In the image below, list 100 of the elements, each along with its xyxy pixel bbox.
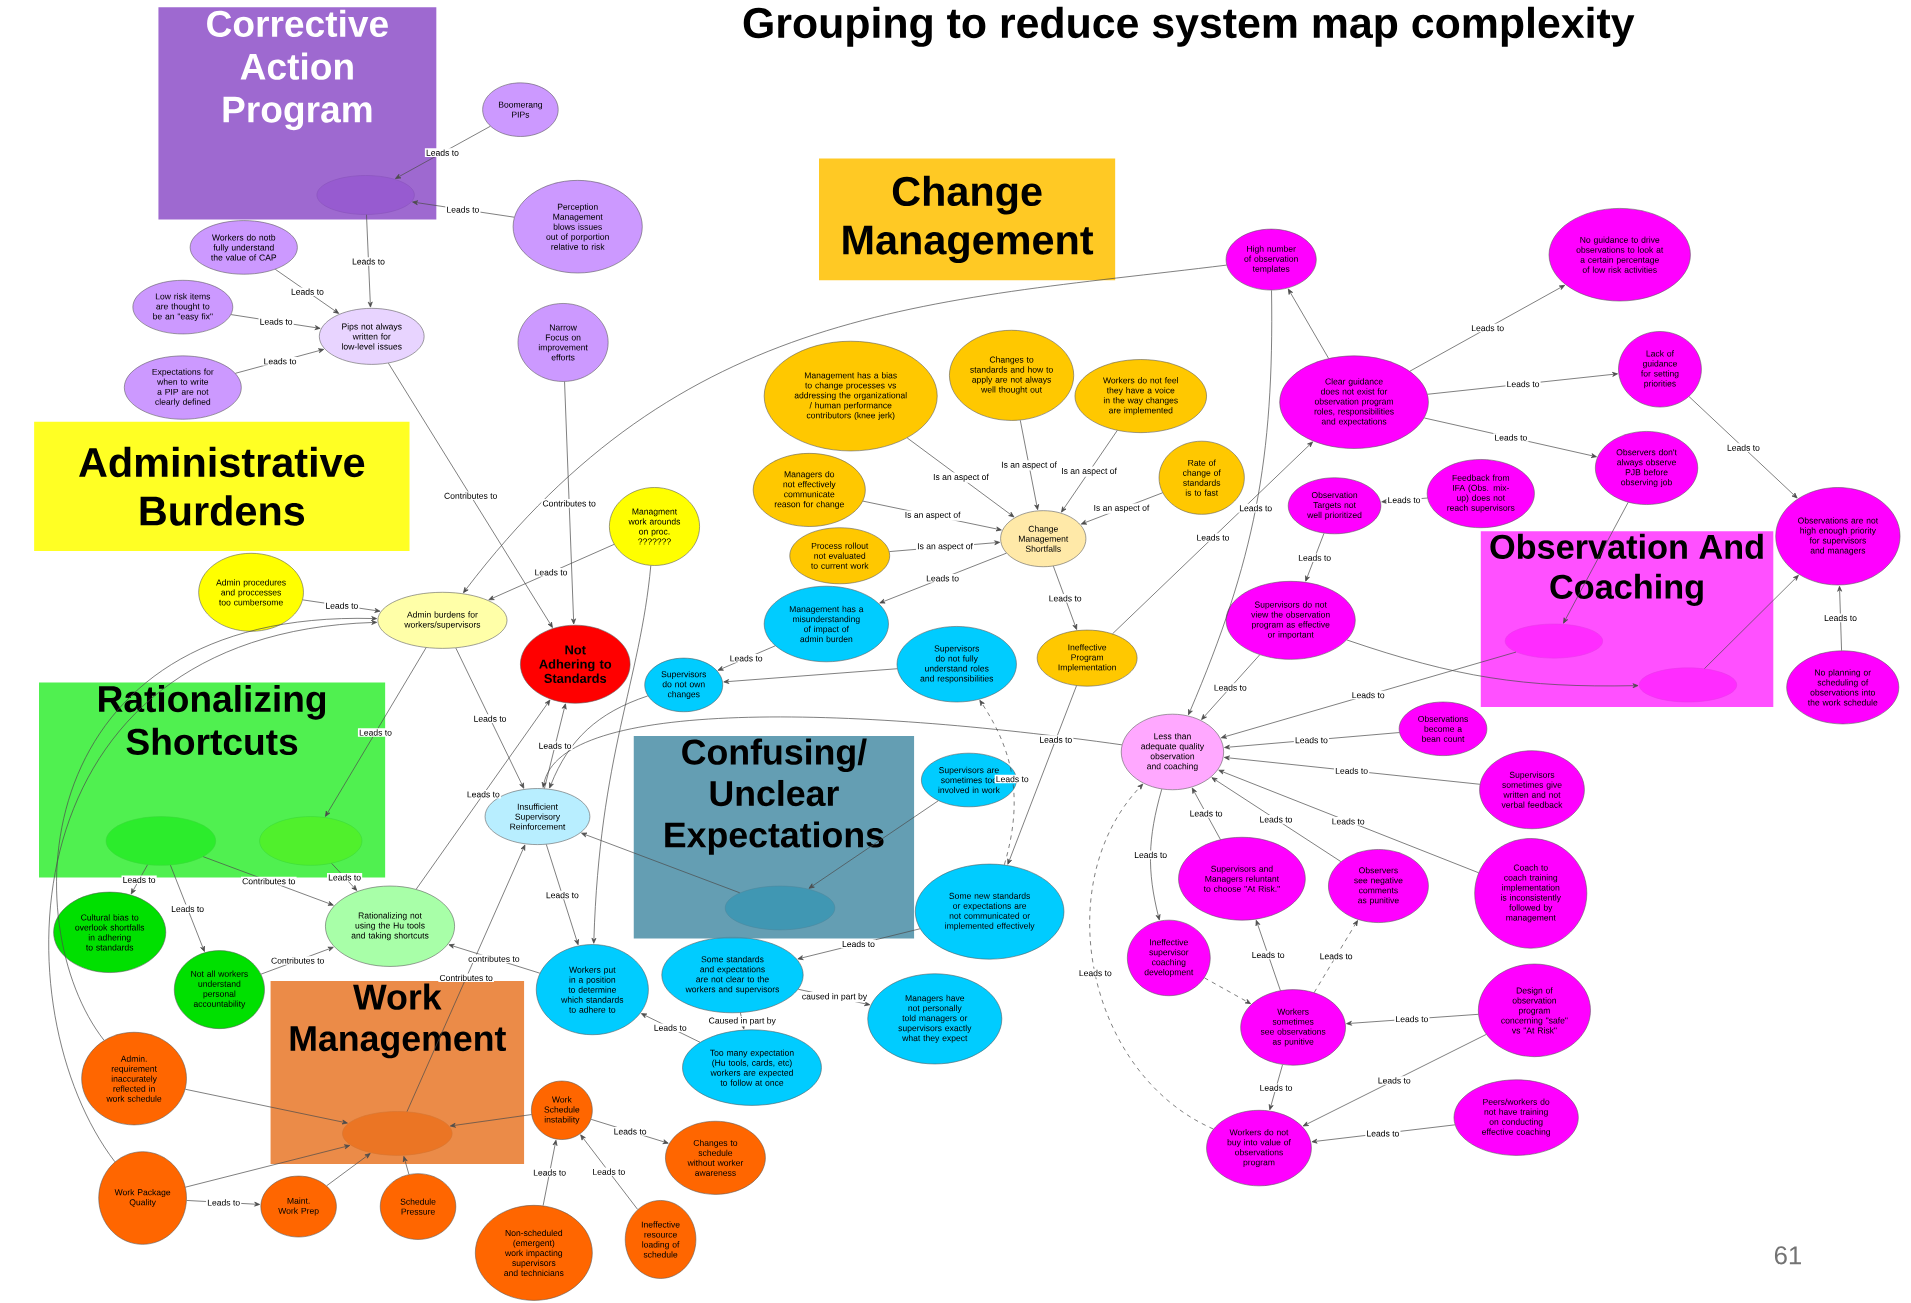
arrow (591, 565, 652, 944)
edge-label: Is an aspect of (903, 510, 962, 521)
arrow (545, 844, 579, 946)
edge-label: Leads to (1386, 495, 1422, 505)
ellipse-node: No guidance to drive observations to look at a certain percentage of low risk activities (1548, 208, 1691, 302)
ellipse-node: Workers do not feel they have a voice in the way changes are implemented (1074, 359, 1207, 433)
arrow (808, 800, 939, 889)
arrow (1224, 755, 1481, 785)
arrow (130, 864, 148, 895)
arrow (1305, 533, 1325, 582)
edge-label: Leads to (1725, 443, 1761, 452)
ellipse-node: Not all workers understand personal accountability (174, 950, 265, 1029)
edge-label: Leads to (1350, 690, 1386, 700)
ellipse-node: Managers do not effectively communicate reason for change (752, 453, 866, 527)
edge-label: Leads to (1038, 735, 1074, 744)
arrow (455, 647, 525, 789)
arrow (1220, 651, 1517, 739)
ellipse-node: Ineffective supervisor coaching development (1127, 919, 1211, 997)
arrow (406, 844, 526, 1112)
arrow (541, 716, 1123, 788)
group-box: Observation And Coaching (1480, 531, 1774, 707)
edge-label: Leads to (1212, 683, 1248, 692)
arrow (366, 214, 373, 308)
edge-label: Leads to (324, 601, 360, 610)
ellipse-node: Managers have not personally told managers or supervisors exactly what they expect (867, 973, 1003, 1065)
edge-label: Leads to (258, 317, 294, 326)
ellipse-node: Changes to standards and how to apply are not always well thought out (949, 330, 1074, 421)
edge-label: Leads to (350, 257, 387, 266)
arrow (1188, 290, 1273, 716)
arrow (906, 437, 1015, 518)
group-box: Administrative Burdens (34, 421, 410, 551)
ellipse-node: Changes to schedule without worker awareness (665, 1121, 766, 1195)
arrow (542, 1139, 558, 1207)
arrow (326, 1153, 371, 1187)
arrow (331, 863, 358, 891)
arrow (1007, 685, 1077, 865)
edge-label: Leads to (262, 357, 298, 366)
edge-label: Leads to (1394, 1014, 1430, 1024)
ellipse-node: Narrow Focus on improvement efforts (517, 303, 609, 382)
edge-label: Leads to (1376, 1076, 1412, 1085)
arrow (275, 269, 340, 314)
ellipse-node: Supervisors sometimes give written and not verbal feedback (1479, 750, 1585, 830)
ellipse-node: Observations become a bean count (1398, 701, 1488, 756)
edge-label: Leads to (445, 205, 481, 214)
edge-label: Leads to (206, 1198, 242, 1207)
edge-label: Leads to (357, 728, 394, 737)
arrow (170, 864, 205, 952)
ellipse-node: Admin procedures and proccesses too cumbersome (198, 553, 304, 632)
arrow (1688, 396, 1798, 499)
ellipse-node: Boomerang PIPs (482, 82, 559, 137)
edge-label: Leads to (840, 939, 877, 949)
edge-label: Leads to (289, 287, 325, 297)
edge-label: Leads to (1188, 809, 1224, 818)
edge-label: Contributes to (442, 491, 499, 501)
arrow (580, 1134, 638, 1210)
ellipse-node: Observers see negative comments as punitive (1328, 849, 1429, 923)
arrow (1191, 787, 1221, 840)
arrow (56, 616, 378, 1041)
edge-label: Leads to (1250, 950, 1286, 960)
edge-label: Leads to (170, 904, 206, 914)
edge-label: Leads to (612, 1127, 648, 1136)
edge-label: Leads to (728, 654, 764, 663)
ellipse-node: High number of observation templates (1225, 228, 1317, 291)
arrow (202, 856, 334, 906)
edge-label: Contributes to (541, 499, 597, 508)
arrow (1346, 639, 1639, 689)
arrow (1704, 575, 1799, 670)
edge-label: Leads to (1047, 594, 1083, 603)
ellipse-node: Design of observation program concerning "safe" vs "At Risk" (1478, 963, 1591, 1058)
edge-label: Leads to (591, 1167, 627, 1177)
arrow (1061, 430, 1118, 513)
title: Grouping to reduce system map complexity (743, 6, 1635, 47)
ellipse-node: Schedule Pressure (379, 1173, 457, 1240)
ellipse-node: Workers do not buy into value of observations program (1206, 1110, 1312, 1187)
ellipse-node: Coach to coach training implementation is inconsistently followed by management (1474, 838, 1588, 949)
edge-label: Leads to (1505, 379, 1541, 389)
edge-label: Leads to (1493, 433, 1529, 442)
arrow (1218, 769, 1479, 874)
arrow (1837, 585, 1843, 651)
ellipse-node: Observation Targets not well prioritized (1287, 477, 1382, 535)
edge-label: Leads to (544, 890, 580, 900)
edge-label: Leads to (1238, 503, 1274, 513)
arrow (879, 552, 1007, 604)
arrow (723, 668, 898, 684)
arrow (1150, 788, 1163, 921)
ellipse-node: Lack of guidance for setting priorities (1618, 331, 1702, 408)
ellipse-node: Supervisors do not view the observation program as effective or important (1225, 581, 1356, 660)
edge-label: Leads to (1365, 1129, 1401, 1138)
arrow (549, 695, 649, 789)
edge-label: Leads to (1822, 613, 1859, 623)
edge-label: Contributes to (240, 876, 297, 886)
arrow (463, 264, 1227, 594)
edge-label: Leads to (1293, 735, 1329, 745)
ellipse-node: Workers sometimes see observations as punitive (1240, 989, 1346, 1066)
ellipse-node: Low risk items are thought to be an "easy fix" (132, 280, 234, 335)
arrow (402, 1156, 410, 1175)
edge-label: Leads to (1318, 951, 1354, 961)
group-box: Work Management (270, 981, 525, 1164)
edge-label: Is an aspect of (1000, 460, 1059, 471)
edge-label: Leads to (652, 1023, 688, 1033)
